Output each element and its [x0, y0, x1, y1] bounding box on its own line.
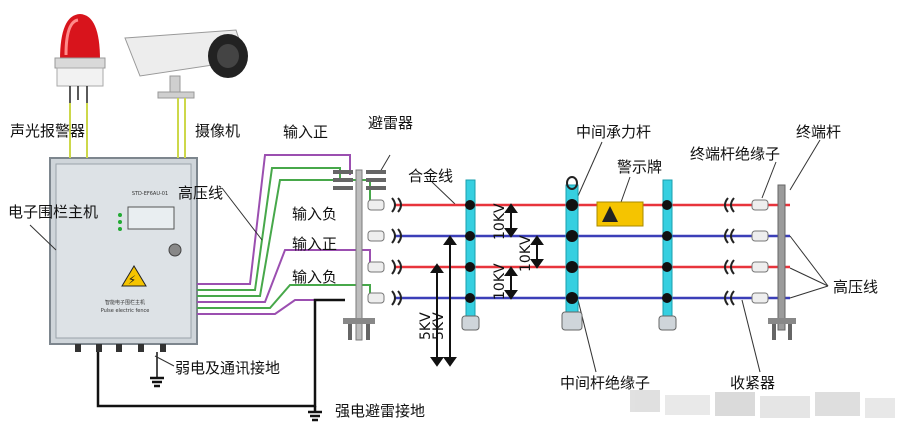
host-subtitle-text: Pulse electric fence — [101, 308, 150, 314]
label-warning-sign: 警示牌 — [617, 158, 662, 176]
label-alloy-wire: 合金线 — [408, 167, 453, 185]
voltage-label-3: 10KV — [492, 263, 508, 300]
label-camera: 摄像机 — [195, 122, 240, 140]
voltage-label-5a: 5KV — [418, 312, 434, 340]
fence-host-box: ⚡ STD-EF6AU-01 智能电子围栏主机 Pulse electric f… — [49, 157, 198, 352]
fence-wires — [395, 203, 790, 300]
host-title-text: 智能电子围栏主机 — [105, 299, 145, 306]
device-cables — [69, 98, 186, 158]
label-input-neg-1: 输入负 — [292, 205, 337, 223]
host-brand-text: STD-EF6AU-01 — [132, 191, 168, 197]
alarm-light-icon — [54, 14, 106, 103]
blurred-watermark — [630, 390, 895, 418]
label-tensioner: 收紧器 — [730, 374, 775, 392]
warning-sign-icon — [596, 201, 644, 227]
voltage-arrows — [430, 203, 544, 367]
end-hardware — [724, 197, 769, 306]
label-end-insulator: 终端杆绝缘子 — [690, 145, 780, 163]
ground-wires — [96, 298, 345, 422]
label-arrester: 避雷器 — [368, 114, 413, 132]
label-end-pole: 终端杆 — [796, 123, 841, 141]
label-weak-ground: 弱电及通讯接地 — [175, 359, 280, 377]
label-host: 电子围栏主机 — [8, 203, 98, 221]
label-input-pos-2: 输入正 — [292, 235, 337, 253]
label-leaders — [29, 139, 829, 373]
label-input-neg-2: 输入负 — [292, 268, 337, 286]
label-strong-ground: 强电避雷接地 — [335, 402, 425, 420]
start-post — [333, 169, 402, 341]
fence-poles — [461, 176, 796, 340]
label-hv-right: 高压线 — [833, 278, 878, 296]
camera-icon — [124, 29, 248, 99]
voltage-label-2: 10KV — [518, 235, 534, 272]
voltage-label-5b: 5KV — [431, 312, 447, 340]
label-alarm: 声光报警器 — [10, 122, 85, 140]
voltage-label-1: 10KV — [492, 203, 508, 240]
label-input-pos-1: 输入正 — [283, 123, 328, 141]
svg-text:⚡: ⚡ — [128, 273, 136, 287]
label-hv-left: 高压线 — [178, 184, 223, 202]
label-mid-insulator: 中间杆绝缘子 — [560, 374, 650, 392]
label-mid-pole: 中间承力杆 — [576, 123, 651, 141]
